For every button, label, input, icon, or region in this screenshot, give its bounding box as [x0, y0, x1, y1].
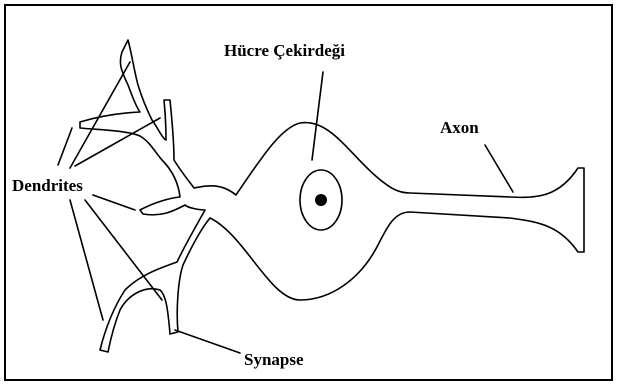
- nucleus-pointer-line: [312, 72, 323, 160]
- dendrite-pointer-line-4: [93, 195, 135, 210]
- dendrite-pointer-line-3: [58, 128, 72, 165]
- dendrites-label: Dendrites: [12, 176, 83, 195]
- synapse-label: Synapse: [244, 350, 304, 369]
- nucleus-label: Hücre Çekirdeği: [224, 41, 345, 60]
- nucleus-dot: [315, 194, 327, 206]
- synapse-pointer-line: [175, 330, 240, 353]
- neuron-outline: [80, 40, 584, 352]
- axon-pointer-line: [485, 145, 513, 192]
- axon-label: Axon: [440, 118, 479, 137]
